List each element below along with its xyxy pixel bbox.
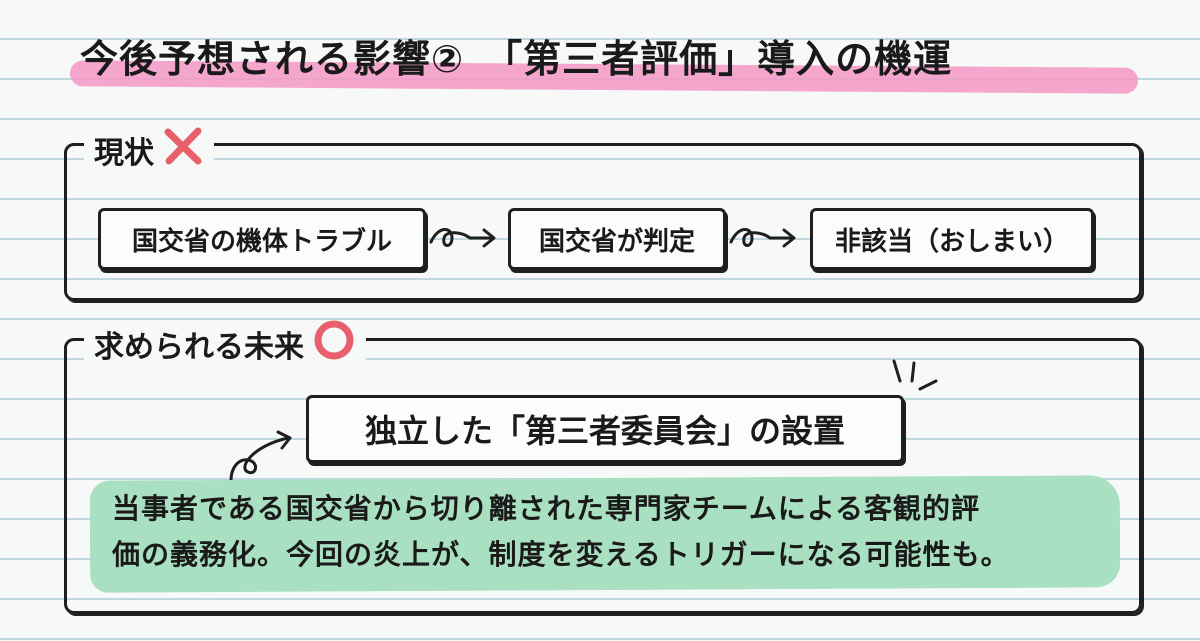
page-title: 今後予想される影響② 「第三者評価」導入の機運	[80, 37, 953, 81]
future-description: 当事者である国交省から切り離された専門家チームによる客観的評 価の義務化。今回の…	[112, 486, 1112, 578]
flow-step-text: 非該当（おしまい）	[834, 226, 1069, 257]
future-label-text: 求められる未来	[94, 330, 304, 365]
flow-step-mlit-judgment: 国交省が判定	[508, 208, 726, 270]
description-line-2: 価の義務化。今回の炎上が、制度を変えるトリガーになる可能性も。	[112, 538, 1010, 571]
current-state-frame	[64, 143, 1142, 301]
description-line-1: 当事者である国交省から切り離された専門家チームによる客観的評	[112, 492, 981, 525]
future-label: 求められる未来	[84, 320, 366, 366]
third-party-committee-box: 独立した「第三者委員会」の設置	[306, 395, 904, 463]
flow-step-not-applicable: 非該当（おしまい）	[810, 208, 1094, 270]
flow-step-aircraft-trouble: 国交省の機体トラブル	[98, 208, 426, 270]
flow-step-text: 国交省の機体トラブル	[131, 226, 392, 257]
emphasis-sparks-icon	[890, 355, 942, 403]
curly-arrow-icon	[428, 220, 502, 258]
current-state-label-text: 現状	[94, 136, 154, 171]
future-frame	[64, 338, 1142, 614]
current-state-label: 現状	[84, 125, 214, 175]
cross-icon	[162, 125, 204, 175]
flow-step-text: 国交省が判定	[538, 226, 695, 257]
circle-icon	[312, 318, 356, 370]
curly-arrow-icon	[728, 220, 802, 258]
curly-pointer-arrow-icon	[218, 420, 308, 496]
title-area: 今後予想される影響② 「第三者評価」導入の機運	[69, 22, 1140, 94]
highlight-text: 独立した「第三者委員会」の設置	[364, 412, 845, 450]
